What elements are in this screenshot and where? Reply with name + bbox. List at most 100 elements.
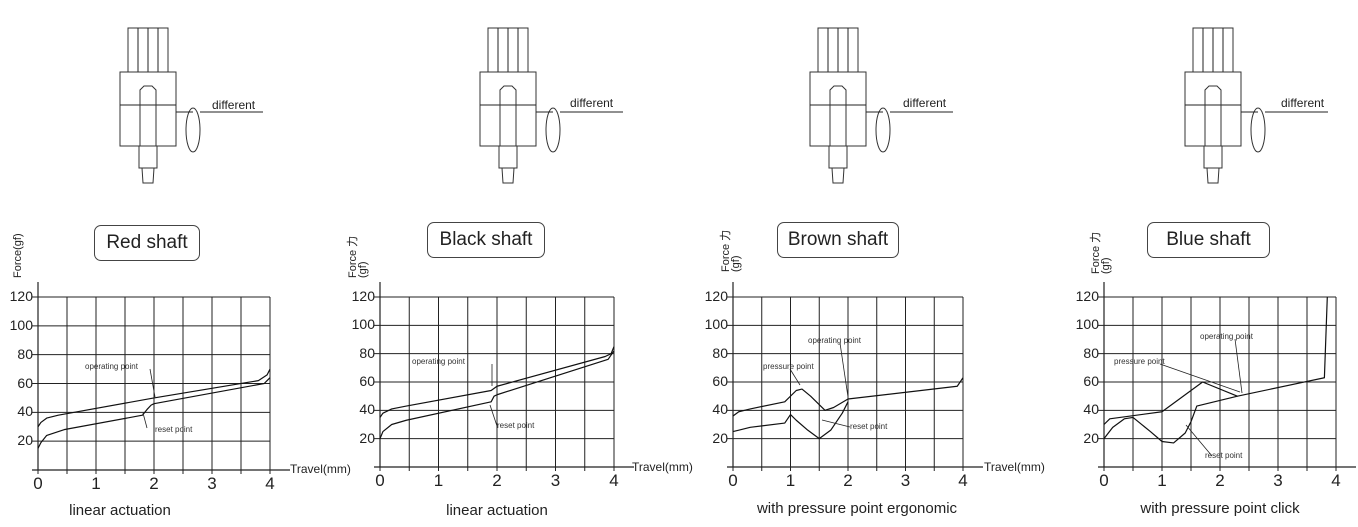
y-tick-label: 60 (1083, 373, 1099, 389)
y-axis-label-unit: (gf) (730, 255, 742, 273)
annotation-pressure-point: pressure point (1114, 357, 1165, 366)
y-tick-label: 100 (351, 316, 375, 333)
switch-pin-tip (501, 167, 515, 184)
x-tick-label: 3 (1273, 471, 1283, 490)
y-tick-label: 120 (351, 288, 375, 304)
y-tick-label: 120 (1075, 288, 1099, 304)
y-axis-label: Force(gf) (12, 233, 24, 278)
annotation-operating-point: operating point (808, 336, 861, 345)
x-tick-label: 2 (843, 471, 853, 490)
drawing-label: different (903, 96, 947, 110)
different-part-icon (875, 107, 891, 153)
y-axis-label-unit: (gf) (1100, 257, 1112, 275)
chart-subtitle: linear actuation (446, 502, 548, 519)
chart-subtitle: with pressure point ergonomic (756, 500, 958, 517)
x-tick-label: 0 (375, 471, 385, 490)
switch-plunger (1204, 85, 1222, 146)
x-tick-label: 1 (91, 474, 101, 493)
x-tick-label: 0 (728, 471, 738, 490)
switch-plunger (139, 85, 157, 146)
curve-press (732, 377, 964, 417)
annotation-reset-point: reset point (850, 422, 888, 431)
chart-subtitle: linear actuation (69, 502, 171, 519)
x-tick-label: 4 (958, 471, 968, 490)
x-tick-label: 1 (1157, 471, 1167, 490)
switch-pin-tip (831, 167, 845, 184)
switch-pin (138, 145, 158, 169)
y-tick-label: 20 (712, 429, 728, 446)
x-tick-label: 3 (900, 471, 911, 490)
drawing-label: different (212, 98, 256, 112)
annotation-operating-point: operating point (85, 362, 138, 371)
switch-housing (809, 71, 867, 147)
curve-release (37, 377, 271, 449)
annotation-operating-point: operating point (1200, 332, 1253, 341)
y-tick-label: 120 (704, 288, 728, 304)
annotation-reset-point: reset point (497, 421, 535, 430)
annotation-reset-point: reset point (155, 425, 193, 434)
x-tick-label: 3 (207, 474, 217, 493)
switch-plunger (499, 85, 517, 146)
curve-release (1103, 395, 1238, 444)
y-tick-label: 20 (1083, 429, 1099, 446)
x-tick-label: 0 (1099, 471, 1109, 490)
y-tick-label: 80 (1083, 344, 1099, 361)
y-tick-label: 40 (359, 401, 375, 418)
y-tick-label: 100 (1075, 316, 1099, 333)
y-tick-label: 20 (17, 432, 33, 449)
y-tick-label: 100 (704, 316, 728, 333)
chart-title-red: Red shaft (94, 225, 200, 261)
x-tick-label: 2 (492, 471, 502, 490)
x-tick-label: 3 (550, 471, 561, 490)
x-tick-label: 1 (433, 471, 444, 490)
annotation-reset-point: reset point (1205, 451, 1243, 460)
curve-release (732, 401, 849, 440)
x-tick-label: 4 (265, 474, 275, 493)
annotation-leader (1234, 338, 1243, 394)
y-tick-label: 80 (712, 344, 728, 361)
x-tick-label: 2 (1215, 471, 1225, 490)
drawing-label: different (1281, 96, 1325, 110)
chart-subtitle: with pressure point click (1140, 500, 1300, 517)
y-tick-label: 60 (359, 373, 375, 389)
annotation-leader (1185, 424, 1213, 457)
annotation-leader (1159, 363, 1241, 393)
switch-housing (1184, 71, 1242, 147)
x-axis-label: Travel(mm) (984, 460, 1045, 474)
annotation-leader (821, 419, 851, 428)
switch-pin-tip (141, 167, 155, 184)
different-part-icon (1250, 107, 1266, 153)
switch-pin (1203, 145, 1223, 169)
y-tick-label: 40 (1083, 401, 1099, 418)
curve-press (37, 368, 271, 428)
x-tick-label: 0 (33, 474, 43, 493)
curve-release (379, 350, 615, 439)
different-part-icon (185, 107, 201, 153)
y-tick-label: 80 (17, 345, 33, 362)
chart-title-blue: Blue shaft (1147, 222, 1270, 258)
y-tick-label: 40 (712, 401, 728, 418)
annotation-pressure-point: pressure point (763, 362, 814, 371)
chart-title-black: Black shaft (427, 222, 545, 258)
x-axis-label: Travel(mm) (632, 460, 693, 474)
chart-title-brown: Brown shaft (777, 222, 899, 258)
y-tick-label: 60 (17, 374, 33, 391)
y-axis-label-unit: (gf) (357, 261, 369, 279)
switch-housing (479, 71, 537, 147)
y-tick-label: 120 (9, 288, 33, 304)
x-tick-label: 4 (609, 471, 619, 490)
x-tick-label: 4 (1331, 471, 1341, 490)
x-tick-label: 2 (149, 474, 159, 493)
annotation-leader (142, 412, 148, 429)
y-tick-label: 60 (712, 373, 728, 389)
annotation-operating-point: operating point (412, 357, 465, 366)
switch-pin (828, 145, 848, 169)
different-part-icon (545, 107, 561, 153)
drawing-label: different (570, 96, 614, 110)
y-tick-label: 100 (9, 316, 33, 333)
annotation-leader (489, 404, 498, 427)
switch-pin (498, 145, 518, 169)
y-tick-label: 20 (359, 429, 375, 446)
